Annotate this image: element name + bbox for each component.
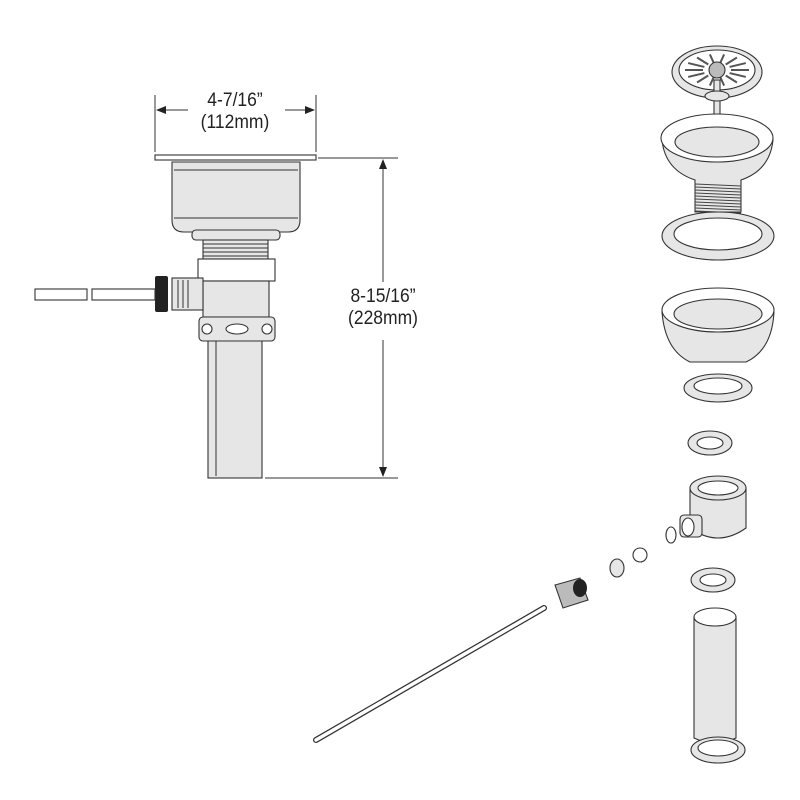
tailpiece xyxy=(690,607,746,764)
height-inches: 8-15/16” xyxy=(350,286,416,307)
strainer-slot xyxy=(725,74,738,84)
width-mm: (112mm) xyxy=(200,112,270,133)
washers-and-tee xyxy=(679,430,747,593)
strainer-basket-top xyxy=(671,45,763,131)
thread-line xyxy=(694,189,742,193)
strainer-slot xyxy=(729,62,747,68)
thread-line xyxy=(694,207,742,211)
strainer-slot xyxy=(696,56,709,66)
thread-line xyxy=(694,192,742,196)
thread-line xyxy=(694,198,742,202)
assembled-drain xyxy=(34,154,317,479)
strainer-slot xyxy=(708,53,715,64)
height-dimension-line xyxy=(265,157,398,479)
pivot-parts xyxy=(313,526,677,743)
strainer-slot xyxy=(687,62,705,68)
thread-line xyxy=(694,201,742,205)
strainer-slot xyxy=(729,72,747,78)
thread-line xyxy=(694,204,742,208)
height-label: 8-15/16” (228mm) xyxy=(327,286,439,330)
thread-line xyxy=(694,183,742,187)
basket-cup xyxy=(661,287,775,403)
width-dimension-line xyxy=(154,95,317,152)
strainer-slot xyxy=(696,74,709,84)
strainer-slot xyxy=(719,76,726,87)
strainer-slot xyxy=(725,56,738,66)
strainer-slot xyxy=(708,76,715,87)
width-inches: 4-7/16” xyxy=(207,90,263,111)
strainer-slot xyxy=(687,72,705,78)
thread-line xyxy=(694,186,742,190)
height-mm: (228mm) xyxy=(348,308,418,329)
strainer-slot xyxy=(719,53,726,64)
thread-line xyxy=(694,195,742,199)
width-label: 4-7/16” (112mm) xyxy=(180,90,290,134)
strainer-body xyxy=(660,113,775,261)
